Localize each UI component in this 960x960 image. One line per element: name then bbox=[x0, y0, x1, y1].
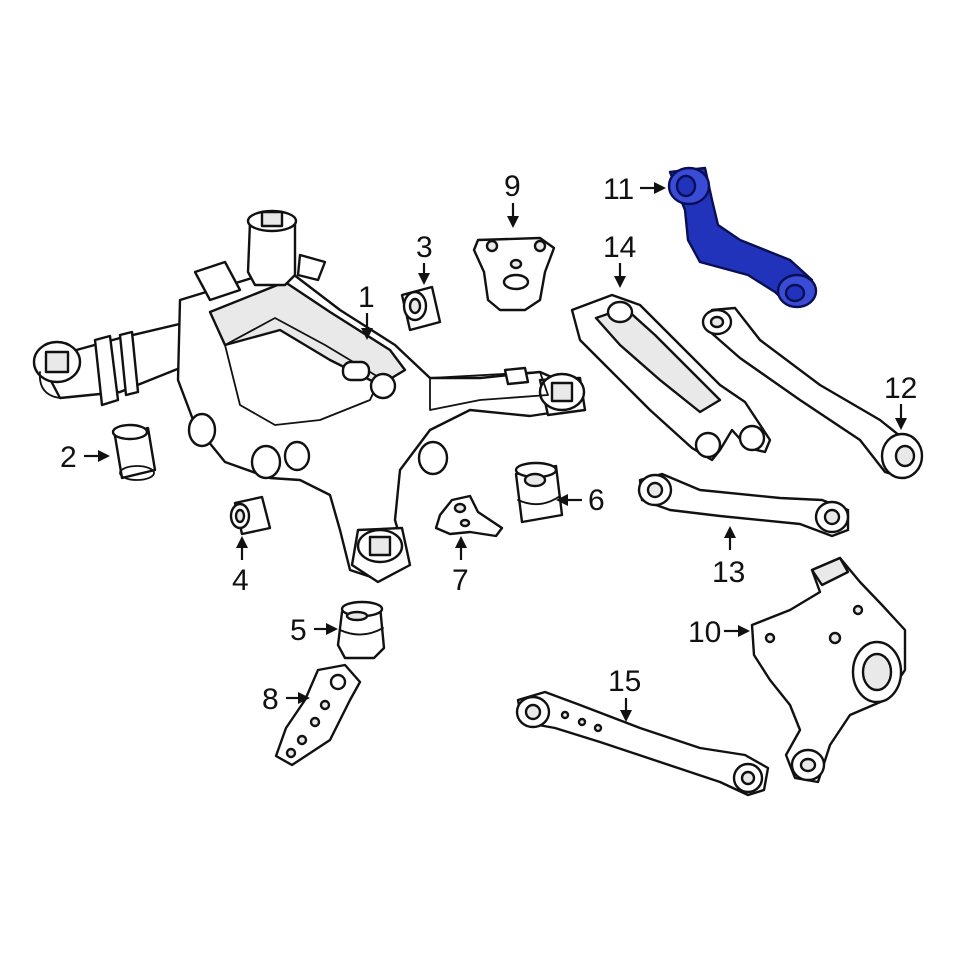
part-7-bracket[interactable] bbox=[434, 494, 504, 538]
callout-10-label: 10 bbox=[688, 616, 721, 649]
part-3-bushing[interactable] bbox=[400, 285, 442, 332]
callout-15: 15 bbox=[608, 665, 641, 722]
callout-9-label: 9 bbox=[504, 170, 521, 203]
callout-1: 1 bbox=[358, 281, 375, 340]
part-14-trailing-arm[interactable] bbox=[570, 293, 772, 462]
callout-8: 8 bbox=[262, 683, 310, 716]
part-13-link[interactable] bbox=[637, 472, 850, 538]
callout-4-label: 4 bbox=[232, 564, 249, 597]
part-12-link[interactable] bbox=[701, 306, 924, 480]
part-5-mount[interactable] bbox=[336, 600, 386, 660]
callout-14: 14 bbox=[603, 231, 636, 288]
callout-7: 7 bbox=[452, 536, 469, 597]
callout-5: 5 bbox=[290, 614, 338, 647]
part-8-plate[interactable] bbox=[274, 663, 362, 767]
callout-4: 4 bbox=[232, 536, 249, 597]
part-10-knuckle[interactable] bbox=[750, 556, 907, 784]
callout-6: 6 bbox=[556, 484, 605, 517]
callout-7-label: 7 bbox=[452, 564, 469, 597]
callout-2-label: 2 bbox=[60, 441, 77, 474]
callout-9: 9 bbox=[504, 170, 521, 228]
part-6-bushing[interactable] bbox=[514, 461, 564, 524]
callout-12: 12 bbox=[884, 372, 917, 430]
callout-1-label: 1 bbox=[358, 281, 375, 314]
callout-13-label: 13 bbox=[712, 556, 745, 589]
callout-6-label: 6 bbox=[588, 484, 605, 517]
callout-12-label: 12 bbox=[884, 372, 917, 405]
callout-2: 2 bbox=[60, 441, 110, 474]
callout-15-label: 15 bbox=[608, 665, 641, 698]
callout-13: 13 bbox=[712, 526, 745, 589]
callout-5-label: 5 bbox=[290, 614, 307, 647]
part-15-link[interactable] bbox=[515, 690, 770, 797]
callout-8-label: 8 bbox=[262, 683, 279, 716]
callout-11-label: 11 bbox=[603, 173, 634, 206]
part-11-upper-control-arm[interactable] bbox=[667, 166, 818, 309]
part-1-subframe[interactable] bbox=[32, 209, 587, 584]
part-4-bushing[interactable] bbox=[229, 495, 272, 536]
callout-11: 11 bbox=[603, 173, 666, 206]
part-9-bracket[interactable] bbox=[472, 236, 556, 312]
callout-14-label: 14 bbox=[603, 231, 636, 264]
part-2-bushing[interactable] bbox=[111, 423, 157, 481]
callout-10: 10 bbox=[688, 616, 750, 649]
callout-3: 3 bbox=[416, 231, 433, 285]
callout-3-label: 3 bbox=[416, 231, 433, 264]
